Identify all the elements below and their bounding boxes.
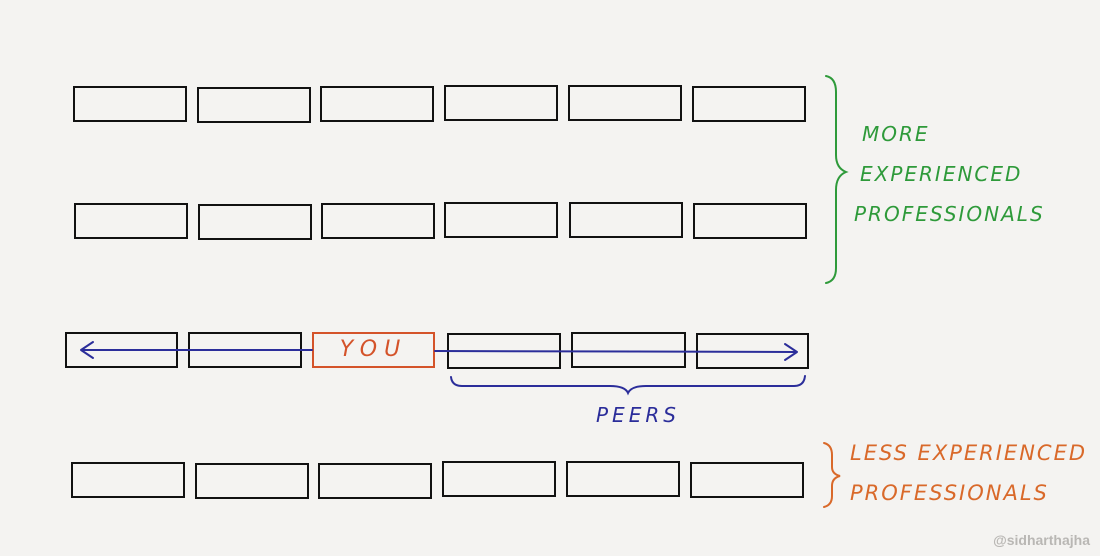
professional-box <box>568 85 682 121</box>
professional-box <box>566 461 680 497</box>
professional-box <box>320 86 434 122</box>
author-watermark: @sidharthajha <box>993 532 1090 548</box>
professional-box <box>444 202 558 238</box>
more-experienced-label: MORE EXPERIENCED PROFESSIONALS <box>854 114 1045 234</box>
professional-box <box>198 204 312 240</box>
less-experienced-brace <box>823 442 841 508</box>
more-experienced-brace <box>825 75 849 284</box>
professional-box <box>321 203 435 239</box>
you-label: YOU <box>339 337 408 362</box>
peer-box <box>571 332 686 368</box>
professional-box <box>693 203 807 239</box>
peers-brace <box>450 375 806 396</box>
professional-box <box>195 463 309 499</box>
peers-label: PEERS <box>596 403 680 427</box>
professional-box <box>318 463 432 499</box>
professional-box <box>197 87 311 123</box>
less-experienced-line-2: PROFESSIONALS <box>850 481 1049 505</box>
professional-box <box>692 86 806 122</box>
professional-box <box>444 85 558 121</box>
row-less-experienced <box>71 461 804 499</box>
professional-box <box>73 86 187 122</box>
peer-range-arrow <box>80 341 798 361</box>
professional-box <box>74 203 188 239</box>
more-experienced-line-2: EXPERIENCED <box>860 162 1023 186</box>
less-experienced-label: LESS EXPERIENCED PROFESSIONALS <box>850 433 1087 513</box>
more-experienced-line-1: MORE <box>862 122 930 146</box>
more-experienced-line-3: PROFESSIONALS <box>854 202 1045 226</box>
row-more-experienced-2 <box>74 202 807 240</box>
row-more-experienced-1 <box>73 85 806 123</box>
professional-box <box>71 462 185 498</box>
professional-box <box>690 462 804 498</box>
less-experienced-line-1: LESS EXPERIENCED <box>850 441 1088 465</box>
professional-box <box>442 461 556 497</box>
professional-box <box>569 202 683 238</box>
